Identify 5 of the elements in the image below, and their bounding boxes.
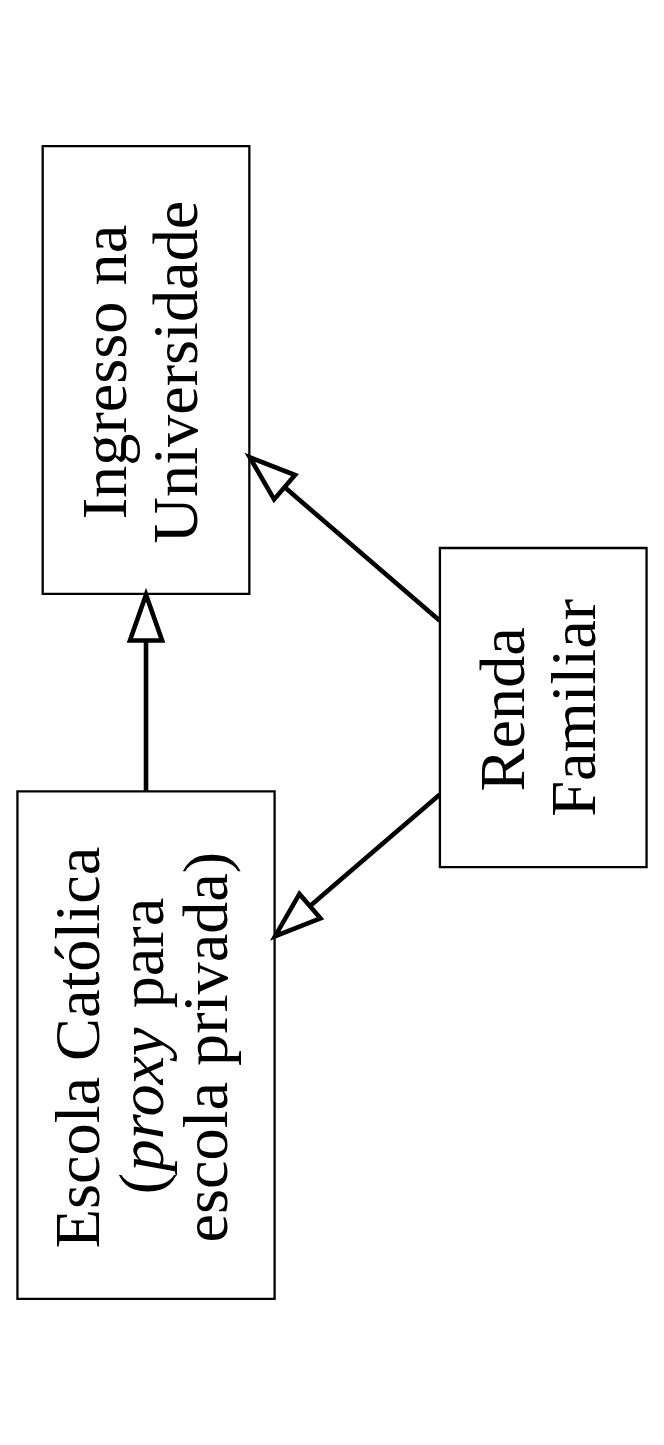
arrow (269, 792, 442, 941)
arrow (244, 452, 442, 623)
arrow (126, 587, 166, 792)
node-box: Renda Familiar (438, 546, 648, 869)
node-box: Ingresso na Universidade (41, 145, 251, 596)
